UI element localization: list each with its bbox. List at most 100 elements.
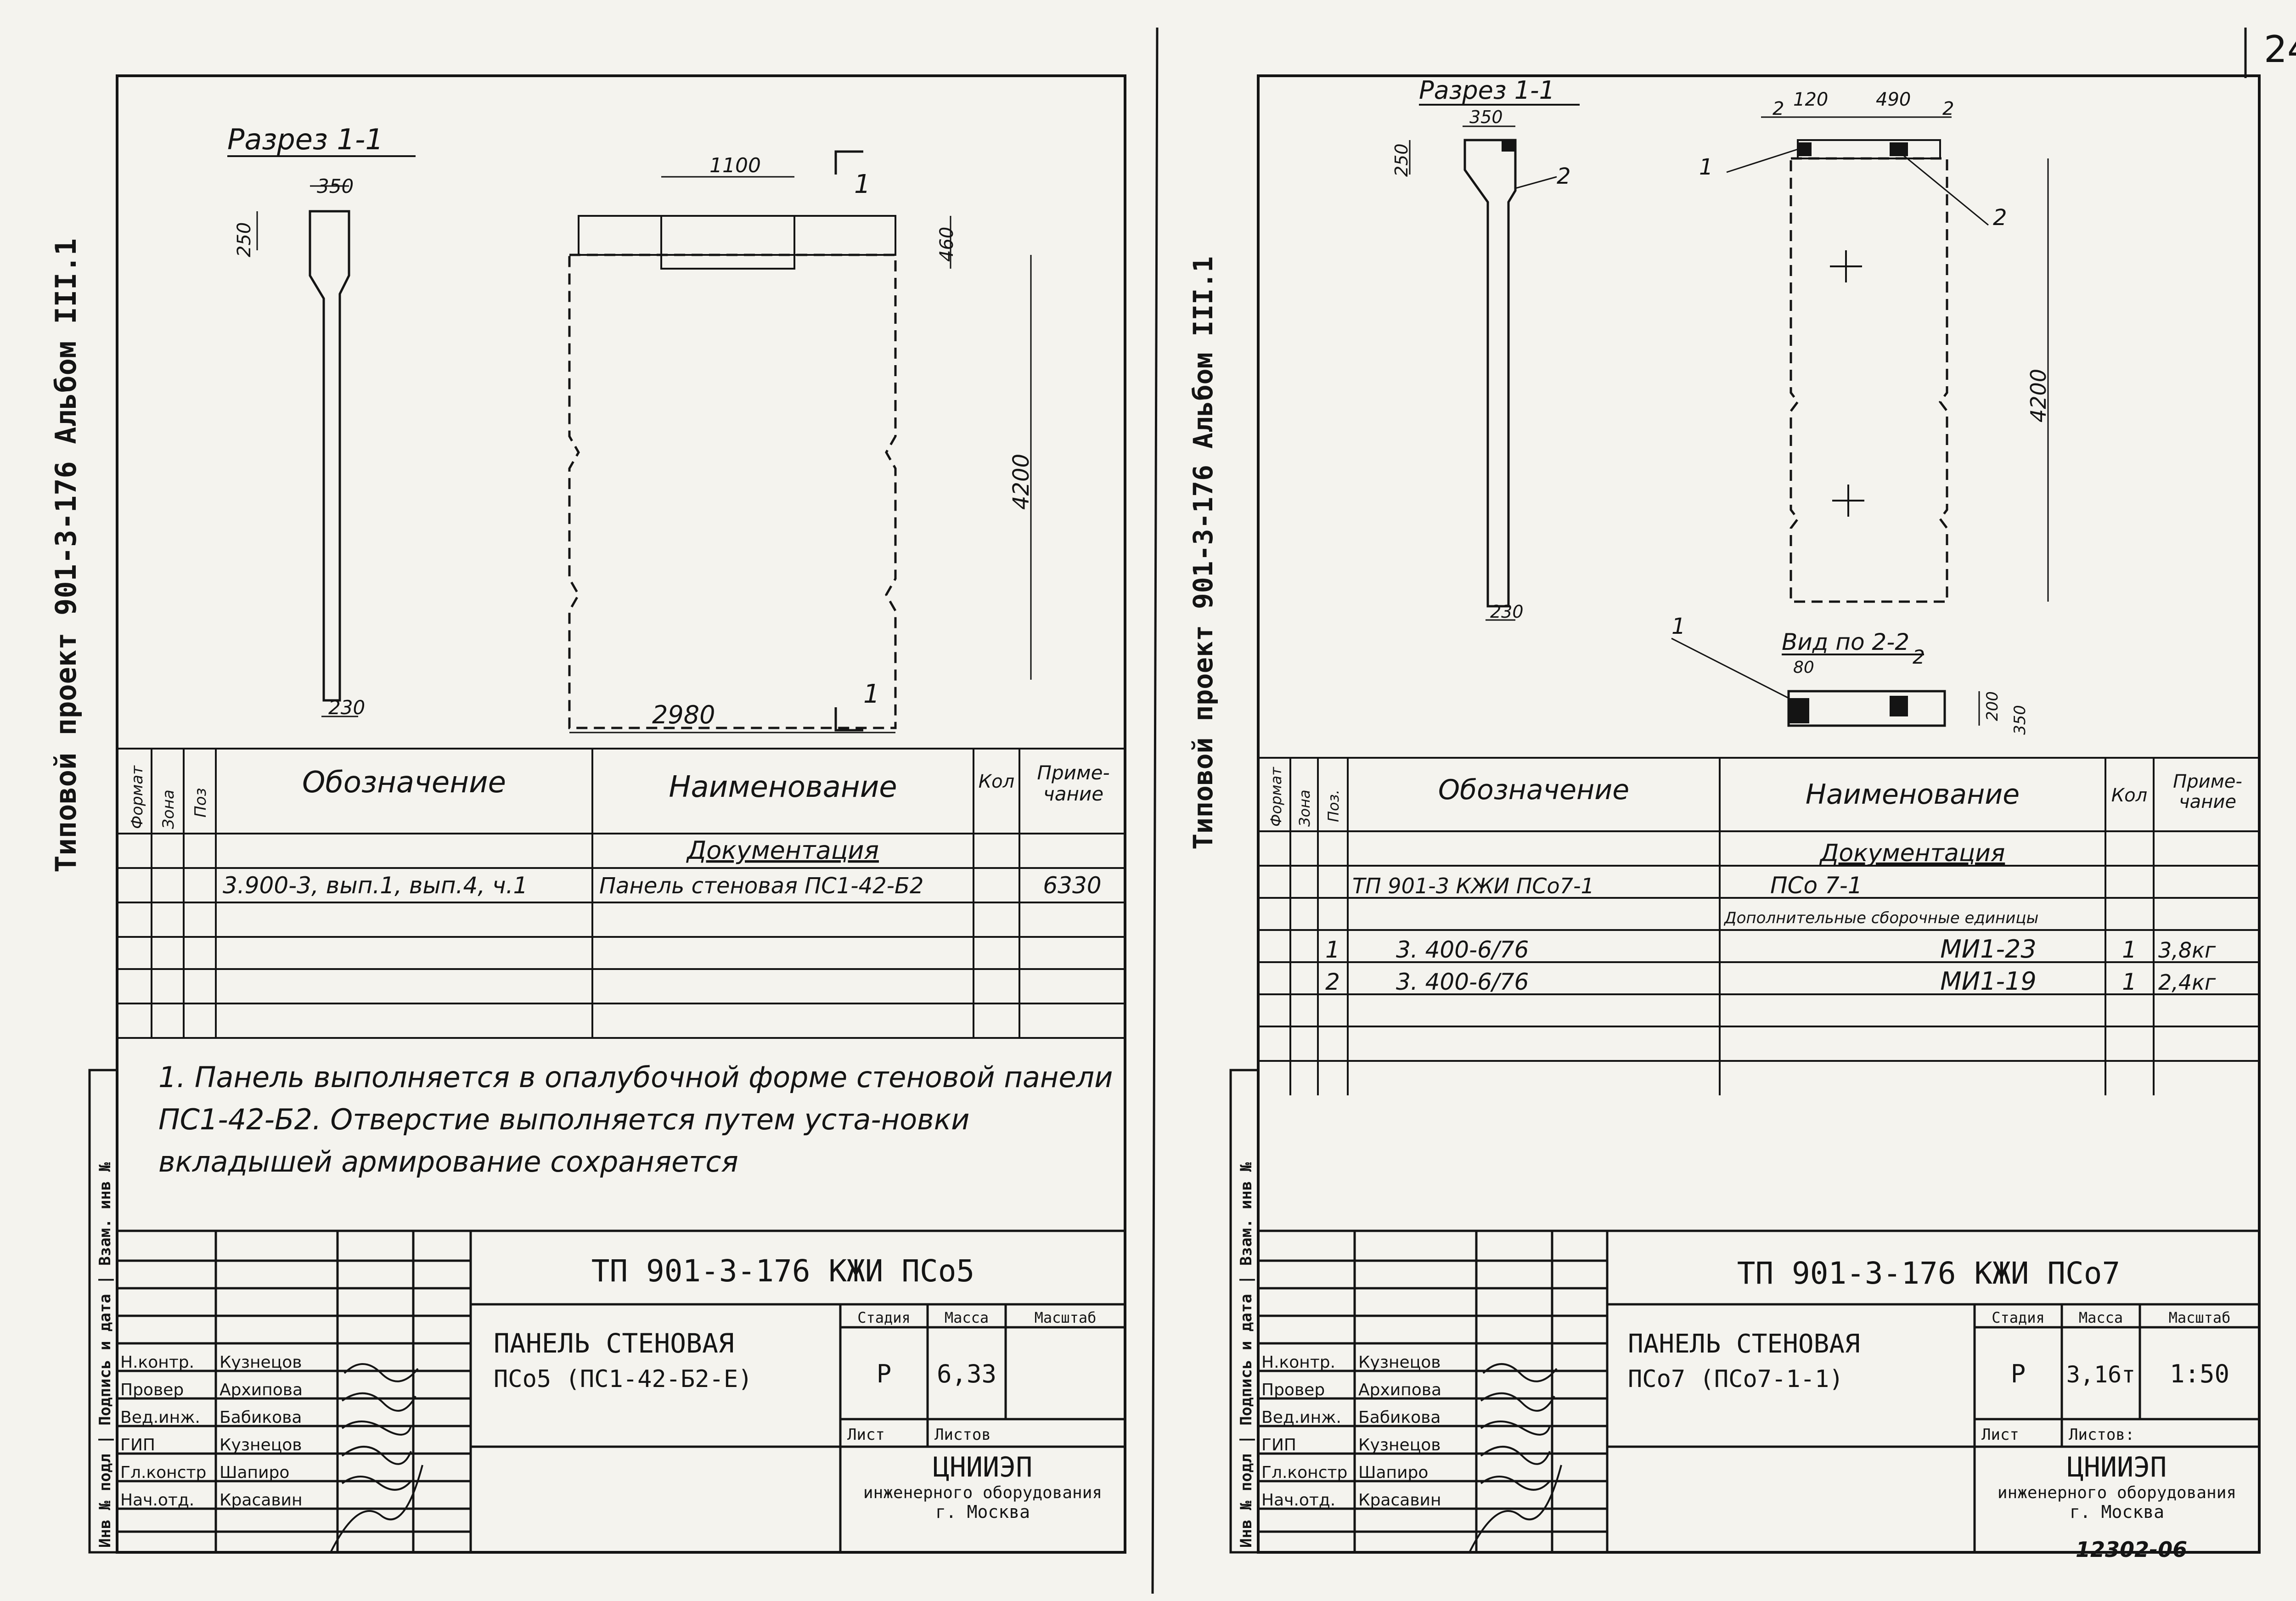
right-sig-name: Кузнецов [1358,1436,1441,1454]
right-callout-2c: 2 [1913,646,1925,668]
right-view-outline [1787,690,1946,727]
left-sig-role: Гл.констр [120,1463,206,1482]
right-row-pos: 2 [1325,969,1340,995]
left-tb-subtitle: ПСо5 (ПС1-42-Б2-Е) [494,1365,753,1393]
right-hdr-name: Наименование [1806,778,2020,811]
left-hdr-name: Наименование [669,770,897,804]
right-tb-title: ПАНЕЛЬ СТЕНОВАЯ [1628,1329,1860,1359]
left-sig-name: Архипова [219,1381,303,1399]
right-row-note: 2,4кг [2158,970,2216,995]
right-hdr-note: Приме-чание [2173,772,2242,812]
right-sig-name: Кузнецов [1358,1353,1441,1372]
left-sig-name: Кузнецов [219,1353,302,1372]
right-dim-gap-left: 2 [1773,98,1784,119]
right-dim-bottom-width: 230 [1490,602,1524,622]
right-callout-1a: 1 [1699,154,1713,180]
right-row-designation: 3. 400-6/76 [1396,969,1529,995]
right-tb-code: ТП 901-3-176 КЖИ ПСо7 [1737,1256,2120,1291]
left-tb-stage-label: Стадия [857,1309,911,1326]
left-sig-role: Провер [120,1381,184,1399]
right-hdr-zone: Зона [1296,789,1313,827]
right-section-profile [1463,139,1517,608]
right-tb-mass: 3,16т [2066,1361,2136,1388]
left-spec-section: Документация [686,836,879,865]
right-sig-name: Бабикова [1358,1408,1441,1427]
right-row-pos: 1 [1325,936,1340,963]
right-dim-gap-right: 2 [1942,98,1954,119]
right-tb-signatures: Н.контр. Кузнецов Провер Архипова Вед.ин… [1261,1353,1441,1510]
right-section-label: Разрез 1-1 [1419,76,1555,105]
right-hdr-designation: Обозначение [1438,774,1629,806]
right-tb-scale: 1:50 [2170,1359,2229,1388]
left-tb-mass-label: Масса [945,1309,989,1326]
left-sig-name: Красавин [219,1491,302,1510]
left-tb-title: ПАНЕЛЬ СТЕНОВАЯ [494,1328,734,1359]
right-row-name: Дополнительные сборочные единицы [1723,909,2038,927]
left-sheet: Типовой проект 901-3-176 Альбом III.1 Ин… [49,74,1126,1554]
left-section-mark-top: 1 [854,169,871,199]
right-sig-role: Нач.отд. [1261,1491,1335,1510]
right-sig-name: Архипова [1358,1381,1441,1399]
left-tb-code: ТП 901-3-176 КЖИ ПСо5 [591,1253,974,1289]
left-hdr-zone: Зона [159,789,178,829]
left-tb-org: ЦНИИЭП [933,1451,1033,1483]
right-row-designation: ТП 901-3 КЖИ ПСо7-1 [1352,874,1594,898]
right-row-name: МИ1-19 [1940,967,2037,996]
left-side-note: Типовой проект 901-3-176 Альбом III.1 [49,238,83,873]
page-number: 24 [2264,28,2296,71]
left-note-text: 1. Панель выполняется в опалубочной форм… [158,1060,1113,1178]
right-panel-lifting-marks [1830,250,1864,517]
left-frame [116,74,1126,1554]
right-tb-mass-label: Масса [2079,1309,2123,1326]
right-dim-height: 4200 [2026,369,2051,423]
right-callout-2b: 2 [1993,205,2007,231]
right-dim-top-height: 250 [1391,143,1412,177]
right-row-qty: 1 [2122,969,2137,995]
right-sig-role: Вед.инж. [1261,1408,1341,1427]
left-tb-signatures: Н.контр. Кузнецов Провер Архипова Вед.ин… [120,1353,303,1510]
right-spec-table [1258,757,2259,1095]
right-tb-scale-label: Масштаб [2169,1309,2231,1326]
right-callout-1b: 1 [1671,614,1686,639]
left-sig-role: Нач.отд. [120,1491,194,1510]
left-panel-outline [568,254,897,729]
right-row-note: 3,8кг [2158,938,2216,963]
right-dim-view-c: 350 [2011,705,2029,735]
right-tb-org: ЦНИИЭП [2067,1451,2167,1483]
right-tb-org-city: г. Москва [2070,1502,2164,1522]
left-sig-role: Н.контр. [120,1353,194,1372]
right-stamp-text: Инв № подл | Подпись и дата | Взам. инв … [1237,1162,1255,1548]
right-callout-2a: 2 [1557,163,1571,189]
left-tb-stage: Р [877,1359,892,1388]
left-sig-name: Бабикова [219,1408,302,1427]
right-dim-top-b: 490 [1876,89,1911,110]
left-sig-role: Вед.инж. [120,1408,200,1427]
left-dim-top-width: 350 [317,175,354,197]
right-side-note: Типовой проект 901-3-176 Альбом III.1 [1187,256,1219,850]
right-hdr-qty: Кол [2111,785,2147,806]
right-dim-top-a: 120 [1793,89,1828,110]
left-section-profile [309,210,350,702]
right-dim-top-width: 350 [1469,107,1503,127]
left-sig-role: ГИП [120,1436,155,1454]
right-row-designation: 3. 400-6/76 [1396,936,1529,963]
right-hdr-pos: Поз. [1325,789,1342,822]
right-sheet: Типовой проект 901-3-176 Альбом III.1 Ин… [1187,74,2261,1554]
right-spec-section: Документация [1819,840,2005,867]
right-tb-sheets-label: Листов: [2069,1426,2134,1444]
right-sig-role: Провер [1261,1381,1325,1399]
left-sig-name: Шапиро [219,1463,289,1482]
right-sig-role: Гл.констр [1261,1463,1347,1482]
left-tb-org-city: г. Москва [935,1502,1030,1522]
footer-code: 12302-06 [2076,1537,2187,1562]
left-section-label: Разрез 1-1 [227,123,383,156]
right-tb-stage-label: Стадия [1992,1309,2045,1326]
left-hdr-note: Приме-чание [1037,762,1110,805]
left-stamp-text: Инв № подл | Подпись и дата | Взам. инв … [96,1162,114,1548]
left-dim-width: 2980 [652,700,715,729]
right-view-label: Вид по 2-2 [1782,629,1909,655]
right-tb-sheet-label: Лист [1981,1426,2019,1444]
sheet-divider [1151,27,1159,1594]
left-hdr-designation: Обозначение [302,766,506,800]
